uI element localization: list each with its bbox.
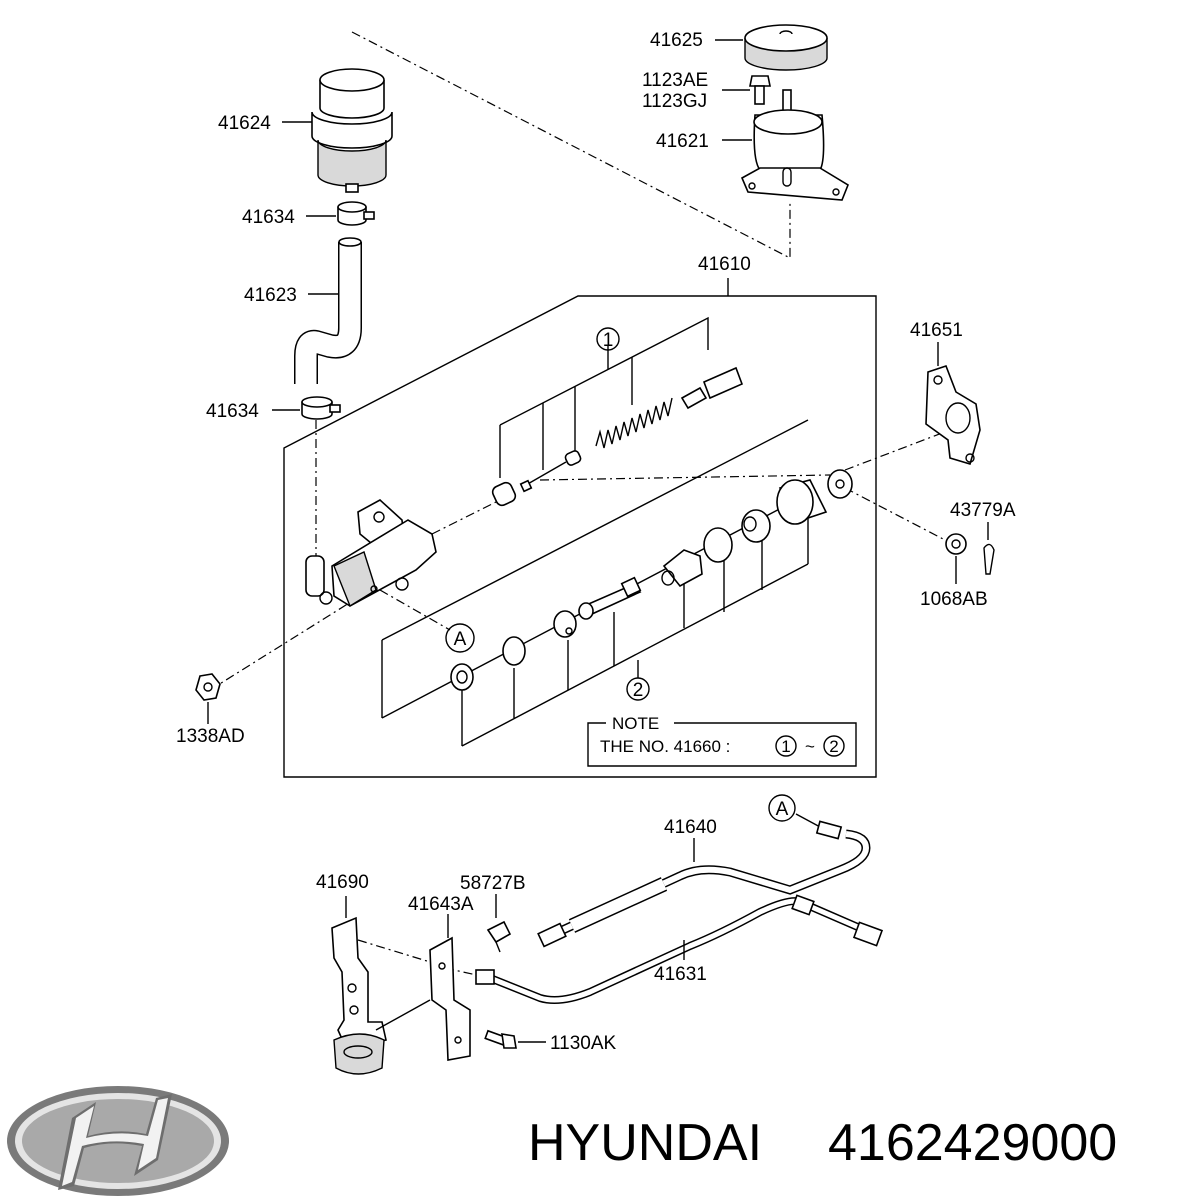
label-58727B: 58727B <box>460 873 526 894</box>
callout-a-top: A <box>454 629 467 650</box>
label-41690: 41690 <box>316 872 369 893</box>
label-41624: 41624 <box>218 113 271 134</box>
bracket-41690 <box>331 916 387 1075</box>
label-41643A: 41643A <box>408 894 474 915</box>
bolt-1130AK <box>484 1029 517 1049</box>
label-41610: 41610 <box>698 254 751 275</box>
label-41651: 41651 <box>910 320 963 341</box>
clutch-tube-41640 <box>537 820 871 948</box>
assembly-frame-41610 <box>283 295 877 778</box>
bracket-41643A <box>429 936 471 1061</box>
note-title: NOTE <box>612 714 659 733</box>
gasket-41651 <box>925 364 981 465</box>
label-41625: 41625 <box>650 30 703 51</box>
label-1123AE: 1123AE <box>642 70 708 91</box>
label-41634-bottom: 41634 <box>206 401 259 422</box>
note-range-end: 2 <box>829 737 838 756</box>
callout-circle-1 <box>596 327 620 351</box>
reservoir-tank-41624 <box>311 68 393 193</box>
callout-1: 1 <box>603 330 614 351</box>
bolt-1123 <box>749 75 771 105</box>
callout-circle-2 <box>626 677 650 701</box>
clip-58727B <box>486 920 512 953</box>
part-number: 4162429000 <box>828 1114 1117 1172</box>
reservoir-hose-41623 <box>294 237 362 384</box>
callout-circle-a-bottom <box>768 794 796 822</box>
split-pin-43779A <box>983 543 995 575</box>
master-cylinder-body <box>305 499 437 608</box>
dashed-reference-lines <box>209 31 951 979</box>
kit-1-leader-lines <box>499 316 709 478</box>
nut-1338AD <box>195 673 221 701</box>
label-1068AB: 1068AB <box>920 589 988 610</box>
hose-clamp-41634-bottom <box>301 396 341 420</box>
label-1130AK: 1130AK <box>550 1033 617 1054</box>
reservoir-bracket-41621 <box>740 89 849 201</box>
label-41621: 41621 <box>656 131 709 152</box>
clutch-tube-41631 <box>475 894 884 1004</box>
brand-name: HYUNDAI <box>528 1114 762 1172</box>
note-line: THE NO. 41660 : <box>600 737 730 756</box>
note-range-start: 1 <box>781 737 790 756</box>
label-41640: 41640 <box>664 817 717 838</box>
washer-1068AB <box>945 533 967 555</box>
note-box: NOTE THE NO. 41660 : 1 ~ 2 <box>587 714 857 767</box>
label-1338AD: 1338AD <box>176 726 245 747</box>
label-1123GJ: 1123GJ <box>642 91 707 112</box>
hose-clamp-41634-top <box>337 201 375 226</box>
label-41631: 41631 <box>654 964 707 985</box>
label-43779A: 43779A <box>950 500 1016 521</box>
callout-a-bottom: A <box>776 799 789 820</box>
note-range-sep: ~ <box>805 737 815 756</box>
kit-1-parts <box>491 366 744 507</box>
kit-2-parts <box>450 469 853 691</box>
label-41634-top: 41634 <box>242 207 295 228</box>
hyundai-logo <box>7 1086 229 1196</box>
label-41623: 41623 <box>244 285 297 306</box>
callout-circle-a-top <box>445 623 475 653</box>
reservoir-cap-41625 <box>744 24 828 71</box>
callout-2: 2 <box>633 680 644 701</box>
kit-2-leader-lines <box>381 419 809 747</box>
